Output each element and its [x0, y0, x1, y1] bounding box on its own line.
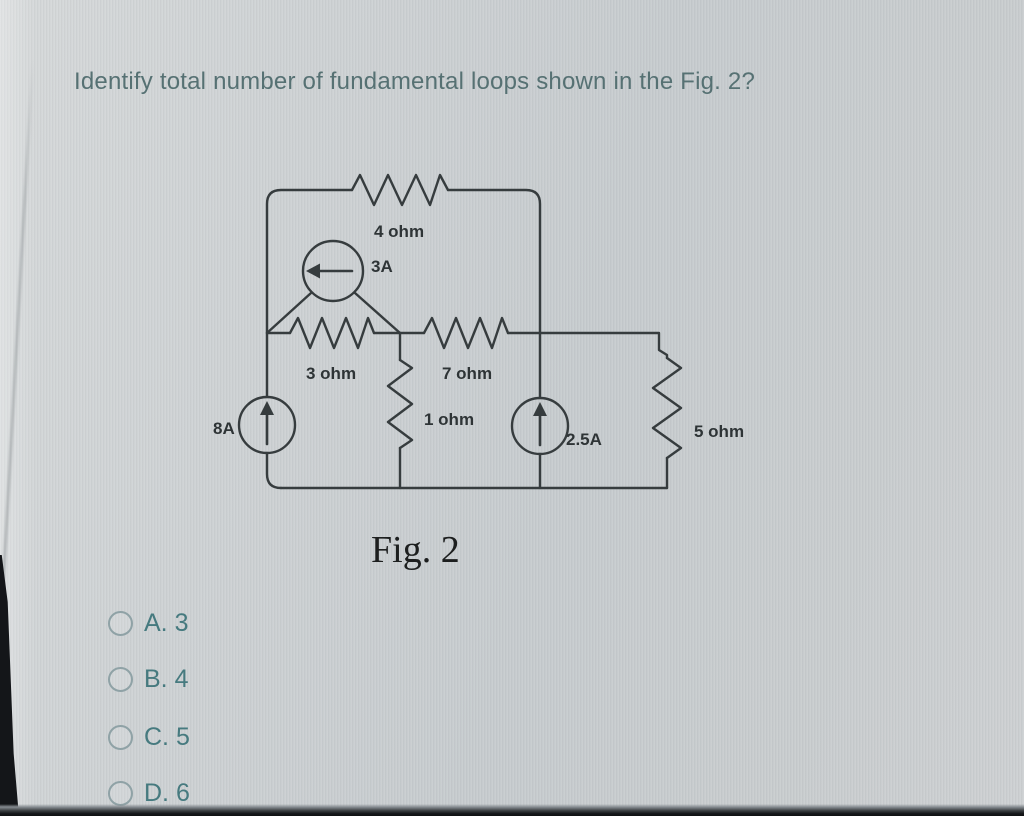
current-source-3a: [301, 239, 365, 303]
wire-3a-left-lead: [265, 291, 313, 335]
radio-icon[interactable]: [108, 725, 133, 750]
arrowhead-up-icon: [260, 401, 274, 415]
circuit-labels: 4 ohm 3A 3 ohm 7 ohm 1 ohm 8A 2.5A 5 ohm: [213, 222, 744, 449]
label-1ohm: 1 ohm: [424, 410, 474, 429]
question-title: Identify total number of fundamental loo…: [74, 68, 756, 95]
wire-3a-right-lead: [353, 291, 402, 335]
option-label: C. 5: [144, 723, 190, 751]
wire-left-corner: [265, 451, 283, 490]
current-source-8a: [237, 395, 297, 455]
resistor-4ohm: [350, 173, 450, 207]
label-7ohm: 7 ohm: [442, 364, 492, 383]
resistor-5ohm: [651, 356, 683, 460]
option-label: B. 4: [144, 665, 189, 693]
option-label: A. 3: [144, 609, 189, 637]
resistor-3ohm: [288, 316, 376, 350]
screen-edge-bottom: [0, 804, 1024, 816]
option-a[interactable]: A. 3: [108, 609, 188, 638]
label-8a: 8A: [213, 419, 235, 438]
option-c[interactable]: C. 5: [108, 723, 190, 752]
option-b[interactable]: B. 4: [108, 665, 188, 694]
radio-icon[interactable]: [108, 781, 133, 806]
arrowhead-left-icon: [306, 263, 320, 279]
label-3ohm: 3 ohm: [306, 364, 356, 383]
label-3a: 3A: [371, 257, 393, 276]
wire-top-left: [265, 188, 354, 335]
label-5ohm: 5 ohm: [694, 422, 744, 441]
circuit-wires: [237, 173, 683, 490]
label-4ohm: 4 ohm: [374, 222, 424, 241]
label-2-5a: 2.5A: [566, 430, 602, 449]
current-source-2-5a: [510, 396, 570, 456]
radio-icon[interactable]: [108, 611, 133, 636]
arrowhead-up-icon: [533, 402, 547, 416]
figure-caption: Fig. 2: [371, 529, 460, 571]
option-label: D. 6: [144, 779, 190, 807]
arrowheads: [260, 263, 547, 416]
option-d[interactable]: D. 6: [108, 779, 190, 808]
resistor-7ohm: [422, 316, 510, 350]
radio-icon[interactable]: [108, 667, 133, 692]
wire-top-right: [446, 188, 542, 335]
resistor-1ohm: [386, 358, 414, 450]
wire-right-extension: [538, 331, 669, 360]
